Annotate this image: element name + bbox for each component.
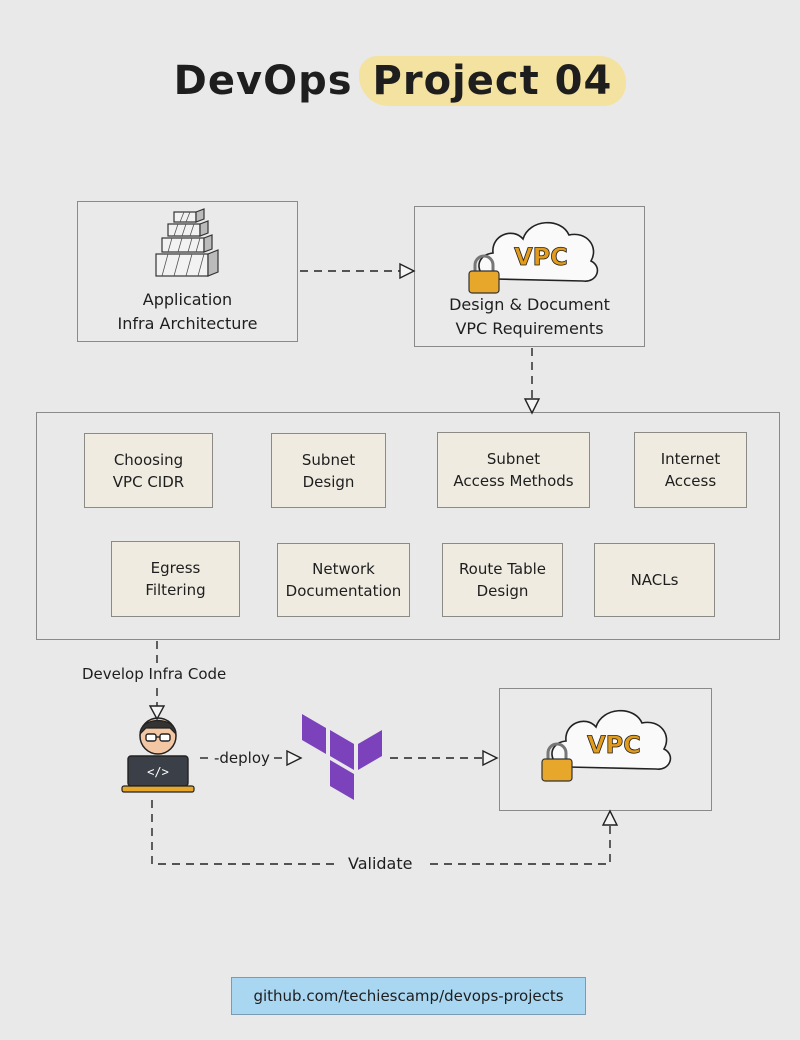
develop-infra-code-label: Develop Infra Code — [82, 665, 227, 683]
task-card-route-table: Route Table Design — [442, 543, 563, 617]
deploy-label: -deploy — [214, 749, 270, 767]
task-card-subnet-access: Subnet Access Methods — [437, 432, 590, 508]
developer-laptop-icon: </> — [121, 717, 195, 793]
vpc-result-box: VPC — [499, 688, 712, 811]
task-label: Subnet Design — [301, 450, 356, 491]
task-label: Subnet Access Methods — [453, 450, 574, 490]
title-highlight: Project 04 — [358, 56, 627, 106]
task-label: Egress Filtering — [145, 559, 206, 599]
svg-text:</>: </> — [147, 765, 169, 779]
vpc-result-cloud-text: VPC — [587, 731, 641, 759]
task-label: NACLs — [630, 571, 679, 589]
vpc-result-cloud-icon: VPC — [541, 709, 672, 782]
validate-label: Validate — [348, 854, 413, 873]
task-label: Choosing VPC CIDR — [112, 450, 185, 491]
task-card-egress-filtering: Egress Filtering — [111, 541, 240, 617]
app-architecture-box: Application Infra Architecture — [77, 201, 298, 342]
padlock-icon — [468, 254, 500, 294]
arrowhead-icon — [601, 809, 619, 826]
task-card-nacls: NACLs — [594, 543, 715, 617]
arrowhead-icon — [286, 749, 303, 767]
github-link[interactable]: github.com/techiescamp/devops-projects — [231, 977, 586, 1015]
arrowhead-icon — [399, 262, 416, 280]
vpc-tasks-container — [36, 412, 780, 640]
terraform-logo-icon — [302, 714, 382, 800]
task-card-subnet-design: Subnet Design — [271, 433, 386, 508]
arrowhead-icon — [148, 705, 166, 721]
task-label: Internet Access — [660, 450, 721, 490]
task-label: Route Table Design — [458, 560, 547, 600]
app-architecture-label: Application Infra Architecture — [117, 290, 258, 333]
vpc-requirements-label: Design & Document VPC Requirements — [449, 295, 610, 338]
task-card-vpc-cidr: Choosing VPC CIDR — [84, 433, 213, 508]
github-link-text: github.com/techiescamp/devops-projects — [253, 987, 564, 1005]
task-card-network-documentation: Network Documentation — [277, 543, 410, 617]
arrowhead-icon — [523, 398, 541, 415]
task-label: Network Documentation — [285, 560, 402, 600]
arrowhead-icon — [482, 749, 499, 767]
vpc-requirements-box: VPC Design & Document VPC Requirements — [414, 206, 645, 347]
padlock-icon — [541, 742, 573, 782]
layered-stack-icon — [155, 208, 219, 277]
task-card-internet-access: Internet Access — [634, 432, 747, 508]
vpc-cloud-text: VPC — [514, 243, 568, 271]
title-part-devops: DevOps — [173, 58, 353, 104]
vpc-cloud-icon: VPC — [468, 221, 599, 294]
